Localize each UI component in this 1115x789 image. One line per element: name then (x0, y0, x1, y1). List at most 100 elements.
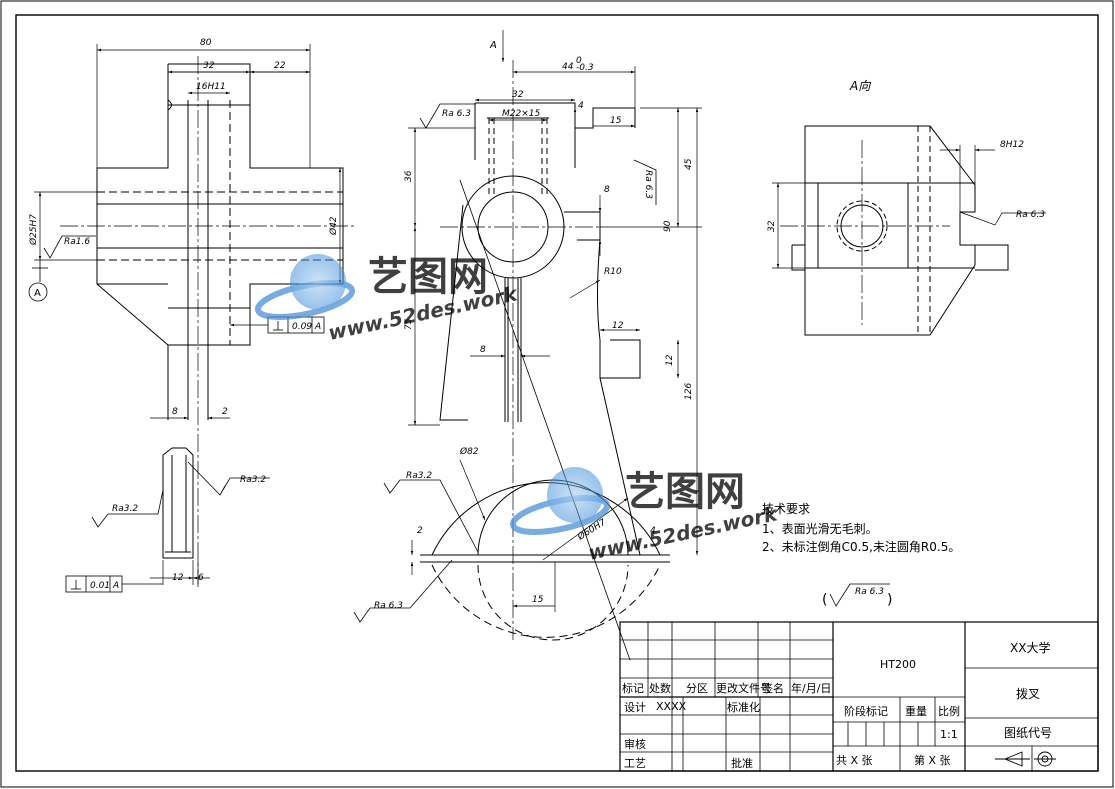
dim-12-arm: 12 (612, 321, 624, 331)
svg-text:(: ( (822, 592, 827, 608)
globe-icon (547, 467, 603, 523)
svg-text:Ra 6.3: Ra 6.3 (374, 601, 403, 611)
tech-item-2: 2、未标注倒角C0.5,未注圆角R0.5。 (762, 539, 960, 554)
dim-8: 8 (172, 407, 178, 417)
svg-text:Ra 6.3: Ra 6.3 (855, 587, 884, 597)
tech-item-1: 1、表面光滑无毛刺。 (762, 522, 878, 536)
scale-value: 1:1 (940, 728, 958, 741)
front-view-dimension-texts: 44 -0.3 0 32 M22×15 4 15 36 45 8 90 R10 … (404, 40, 694, 605)
roughness-ra32-front: Ra3.2 (383, 471, 479, 553)
dim-15: 15 (610, 116, 622, 126)
roughness-ra32-left-a: Ra3.2 (91, 489, 164, 528)
datum-a-symbol: A (28, 260, 48, 302)
label-ratio: 比例 (938, 704, 960, 718)
roughness-ra63-front-bottom: Ra 6.3 (353, 559, 453, 623)
roughness-ra63-front-top: Ra 6.3 (419, 103, 475, 129)
label-weight: 重量 (905, 704, 927, 718)
roughness-ra32-left-b: Ra3.2 (187, 461, 270, 496)
dim-8h12: 8H12 (1000, 140, 1024, 150)
svg-text:A: A (112, 581, 119, 591)
svg-text:0.01: 0.01 (90, 581, 110, 591)
globe-icon (290, 254, 346, 310)
svg-text:艺图网: 艺图网 (368, 254, 488, 300)
dim-42: Ø42 (328, 216, 339, 236)
label-stage-mark: 阶段标记 (844, 704, 888, 718)
svg-text:): ) (887, 592, 892, 608)
svg-text:0.09: 0.09 (292, 322, 312, 332)
dim-r10: R10 (604, 267, 622, 277)
label-count: 处数 (649, 682, 671, 695)
side-view-dimensions (34, 44, 342, 585)
dim-8-boss: 8 (604, 185, 610, 195)
view-a-dimensions (772, 145, 1046, 269)
label-change-doc: 更改文件号 (716, 681, 771, 695)
dim-4-fork: 4 (650, 526, 656, 536)
dim-82: Ø82 (459, 446, 479, 457)
label-mark: 标记 (622, 681, 644, 695)
svg-text:A: A (34, 288, 41, 299)
watermark-logo-2: 艺图网 www.52des.work (509, 467, 781, 565)
tech-requirements: 技术要求 1、表面光滑无毛刺。 2、未标注倒角C0.5,未注圆角R0.5。 (762, 502, 960, 554)
gtol-perpendicularity-001: 0.01 A (65, 575, 163, 593)
drawing-code: 图纸代号 (1004, 726, 1052, 740)
svg-text:Ra 6.3: Ra 6.3 (442, 109, 471, 119)
dim-2: 2 (222, 407, 228, 417)
sheets-total: 共 X 张 (836, 754, 873, 767)
dim-6: 6 (198, 573, 204, 583)
label-date: 年/月/日 (791, 681, 831, 695)
dim-126: 126 (684, 383, 694, 400)
title-block (619, 621, 1099, 772)
label-approve: 批准 (731, 756, 753, 770)
side-view-dimension-texts: 80 32 22 16H11 Ø25H7 Ø42 8 2 12 6 (28, 38, 339, 583)
default-roughness-note: ( Ra 6.3 ) (822, 583, 892, 608)
dim-15-fork: 15 (532, 595, 544, 605)
front-view-dimensions (408, 30, 702, 612)
dim-25h7: Ø25H7 (28, 214, 39, 246)
dim-12: 12 (172, 573, 184, 583)
dim-4: 4 (578, 101, 584, 111)
dim-75: 75 (404, 318, 414, 330)
dim-32-front: 32 (512, 90, 524, 100)
svg-text:艺图网: 艺图网 (625, 469, 745, 515)
dim-2-front: 2 (417, 526, 423, 536)
inner-frame (15, 14, 1099, 772)
dim-80: 80 (200, 38, 212, 48)
roughness-ra16: Ra1.6 (43, 235, 96, 259)
dim-44-tol-up: 0 (576, 56, 582, 66)
label-design: 设计 (624, 701, 646, 714)
dim-44-tol: -0.3 (576, 63, 594, 73)
svg-text:A: A (314, 322, 321, 332)
dim-m22: M22×15 (502, 109, 540, 119)
dim-44: 44 (562, 62, 574, 72)
view-a (780, 125, 1009, 336)
label-process: 工艺 (624, 757, 646, 770)
svg-text:Ra3.2: Ra3.2 (112, 504, 138, 514)
title-block-texts: HT200 XX大学 拨叉 图纸代号 标记 处数 分区 更改文件号 签名 年/月… (622, 640, 1052, 770)
dim-32: 32 (203, 61, 215, 71)
material: HT200 (880, 658, 916, 671)
label-zone: 分区 (686, 682, 708, 695)
part-name: 拨叉 (1016, 687, 1040, 701)
tech-heading: 技术要求 (762, 502, 810, 516)
dim-32-view-a: 32 (767, 220, 777, 232)
section-arrow-label: A (489, 40, 497, 51)
dim-90: 90 (663, 220, 673, 232)
sheet-number: 第 X 张 (914, 753, 951, 767)
roughness-ra63-front-side: Ra 6.3 (633, 159, 657, 205)
view-a-texts: A向 8H12 Ra 6.3 32 (767, 79, 1045, 232)
dim-12-step: 12 (665, 354, 675, 366)
dim-22: 22 (274, 61, 286, 71)
designer-value: XXXX (656, 700, 687, 713)
svg-text:Ra3.2: Ra3.2 (406, 471, 432, 481)
dim-36: 36 (404, 170, 414, 182)
svg-text:Ra 6.3: Ra 6.3 (643, 170, 653, 199)
front-view (420, 60, 670, 661)
dim-ra63-view-a: Ra 6.3 (1016, 210, 1045, 220)
dim-16h11: 16H11 (196, 82, 226, 92)
side-view (60, 56, 355, 590)
svg-text:Ra3.2: Ra3.2 (240, 475, 266, 485)
school-name: XX大学 (1010, 640, 1050, 655)
dim-45: 45 (684, 158, 694, 170)
